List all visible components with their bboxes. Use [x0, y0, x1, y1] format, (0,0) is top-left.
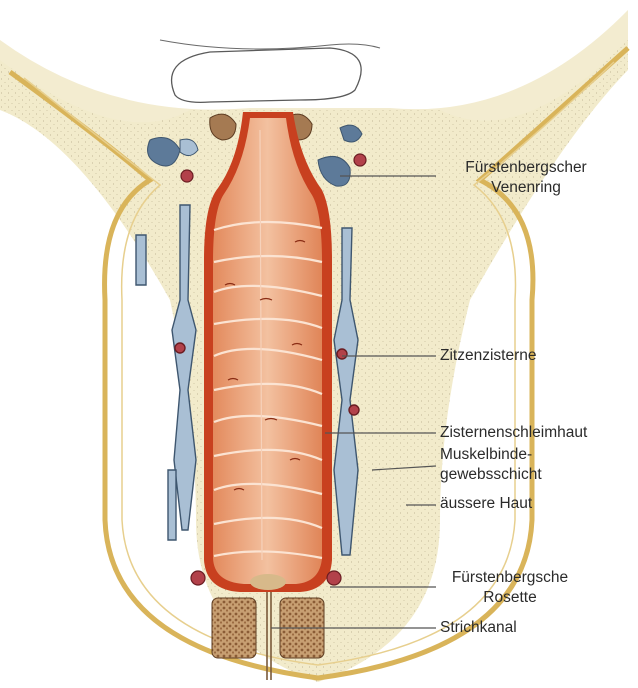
- label-strichkanal: Strichkanal: [440, 618, 517, 638]
- label-aeussere-haut: äussere Haut: [440, 494, 532, 514]
- gland-cistern-outline: [172, 48, 362, 102]
- label-zisternenschleimhaut: Zisternenschleimhaut: [440, 423, 587, 443]
- label-venenring: Fürstenbergscher Venenring: [436, 158, 616, 198]
- label-zitzenzisterne: Zitzenzisterne: [440, 346, 536, 366]
- cistern-floor: [250, 574, 286, 590]
- label-rosette: Fürstenbergsche Rosette: [430, 568, 590, 608]
- label-muskelbindegewebsschicht: Muskelbinde- gewebsschicht: [440, 445, 542, 485]
- rosette-left: [212, 598, 256, 658]
